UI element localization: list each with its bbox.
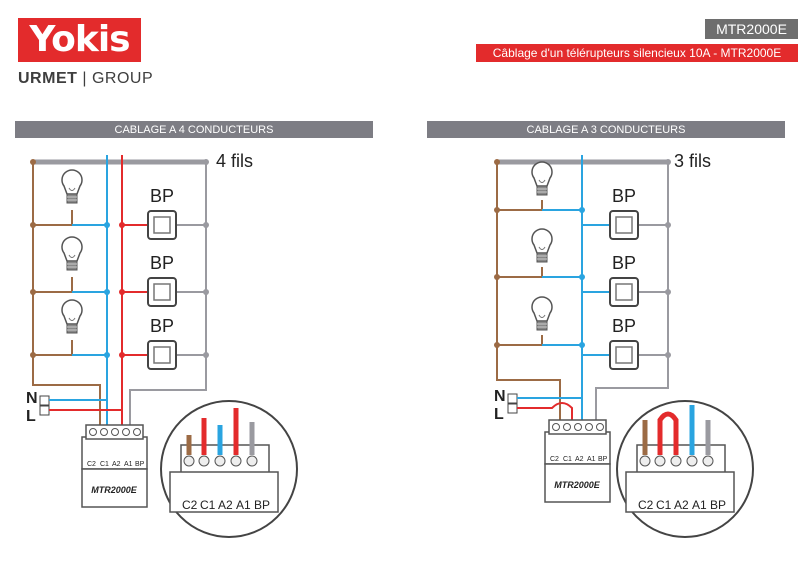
left-bp-label-3: BP xyxy=(150,316,174,336)
right-zoom-term-c2: C2 xyxy=(638,498,654,512)
left-brown-feed xyxy=(32,162,101,425)
left-module-term-c2: C2 xyxy=(87,461,96,468)
right-brown-feed xyxy=(496,162,561,420)
left-module-term-a1: A1 xyxy=(124,461,133,468)
left-module-term-bp: BP xyxy=(135,461,145,468)
left-module-name: MTR2000E xyxy=(91,485,138,495)
brand-name: Yokis xyxy=(29,19,130,60)
right-bp-label-2: BP xyxy=(612,253,636,273)
right-l-label: L xyxy=(494,406,504,423)
left-grey-return xyxy=(129,162,207,425)
right-module-term-c2: C2 xyxy=(550,456,559,463)
right-bp-switch-1 xyxy=(609,210,639,240)
right-bp-switch-2 xyxy=(609,277,639,307)
subtitle-bar: Câblage d'un télérupteurs silencieux 10A… xyxy=(476,44,798,62)
right-bp-label-3: BP xyxy=(612,316,636,336)
left-n-label: N xyxy=(26,390,38,407)
left-zoom-term-a2: A2 xyxy=(218,498,233,512)
right-n-label: N xyxy=(494,388,506,405)
right-zoom-term-bp: BP xyxy=(710,498,726,512)
group-name-right: GROUP xyxy=(91,70,154,87)
right-bp-switch-3 xyxy=(609,340,639,370)
left-bulb-3-icon xyxy=(61,299,83,334)
right-lamp-row-3: BP xyxy=(497,296,668,370)
left-module: C2 C1 A2 A1 BP MTR2000E xyxy=(81,424,148,508)
model-tag: MTR2000E xyxy=(705,19,798,39)
right-bp-label-1: BP xyxy=(612,186,636,206)
left-zoom-term-c1: C1 xyxy=(200,498,216,512)
right-module: C2 C1 A2 A1 BP MTR2000E xyxy=(544,419,611,503)
right-zoom-term-c1: C1 xyxy=(656,498,672,512)
left-lamp-row-2: BP xyxy=(33,236,206,307)
left-l-label: L xyxy=(26,408,36,425)
left-n-terminal xyxy=(39,395,50,406)
right-lamp-row-2: BP xyxy=(497,228,668,307)
right-grey-return xyxy=(595,162,669,420)
brand-logo: Yokis xyxy=(18,18,141,62)
right-zoom-term-a2: A2 xyxy=(674,498,689,512)
left-module-term-a2: A2 xyxy=(112,461,121,468)
left-bp-label-2: BP xyxy=(150,253,174,273)
right-zoom-detail: C2 C1 A2 A1 BP xyxy=(616,400,754,538)
right-l-wire xyxy=(517,402,573,420)
right-bulb-3-icon xyxy=(531,296,553,331)
left-l-terminal xyxy=(39,405,50,416)
right-junction-dots xyxy=(494,159,671,358)
left-zoom-term-a1: A1 xyxy=(236,498,251,512)
right-l-terminal xyxy=(507,403,518,414)
left-wires-label: 4 fils xyxy=(216,151,253,171)
left-bp-switch-2 xyxy=(147,277,177,307)
right-module-name: MTR2000E xyxy=(554,480,601,490)
left-section-bar xyxy=(15,121,373,138)
left-zoom-detail: C2 C1 A2 A1 BP xyxy=(160,400,298,538)
group-name: URMET | GROUP xyxy=(18,70,154,87)
left-bulb-2-icon xyxy=(61,236,83,271)
left-bulb-1-icon xyxy=(61,169,83,204)
left-zoom-term-c2: C2 xyxy=(182,498,198,512)
right-bulb-2-icon xyxy=(531,228,553,263)
right-wires-label: 3 fils xyxy=(674,151,711,171)
right-section-bar xyxy=(427,121,785,138)
left-junction-dots xyxy=(30,159,209,358)
right-section-title: CABLAGE A 3 CONDUCTEURS xyxy=(527,124,686,136)
group-name-left: URMET xyxy=(18,70,78,87)
right-module-term-a2: A2 xyxy=(575,456,584,463)
right-bulb-1-icon xyxy=(531,161,553,196)
left-bp-switch-3 xyxy=(147,340,177,370)
right-module-term-bp: BP xyxy=(598,456,608,463)
right-module-term-a1: A1 xyxy=(587,456,596,463)
left-zoom-term-bp: BP xyxy=(254,498,270,512)
right-module-term-c1: C1 xyxy=(563,456,572,463)
left-bp-switch-1 xyxy=(147,210,177,240)
left-bp-label-1: BP xyxy=(150,186,174,206)
right-lamp-row-1: BP xyxy=(497,161,668,240)
left-lamp-row-3: BP xyxy=(33,299,206,370)
right-n-terminal xyxy=(507,393,518,404)
left-module-term-c1: C1 xyxy=(100,461,109,468)
right-zoom-term-a1: A1 xyxy=(692,498,707,512)
left-section-title: CABLAGE A 4 CONDUCTEURS xyxy=(115,124,274,136)
left-lamp-row-1: BP xyxy=(33,169,206,240)
